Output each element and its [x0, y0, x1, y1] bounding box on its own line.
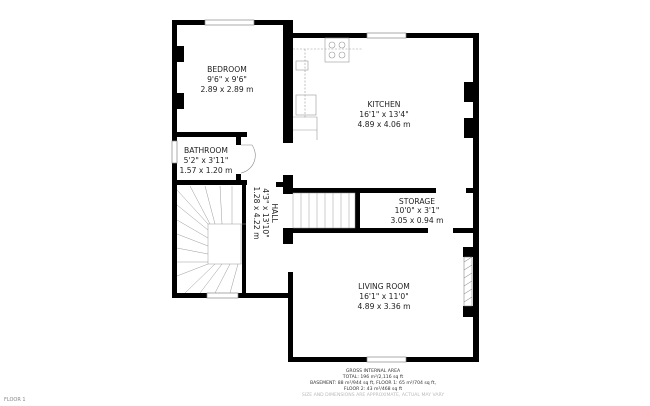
area-floor2: FLOOR 2: 43 m²/468 sq ft: [344, 386, 403, 392]
room-size-metric: 2.89 x 2.89 m: [201, 85, 254, 94]
fireplace: [463, 256, 473, 307]
room-size-imperial: 4'3" x 13'10": [261, 188, 270, 237]
room-size-imperial: 16'1" x 11'0": [359, 292, 408, 301]
windows: [171, 19, 407, 363]
room-size-imperial: 10'0" x 3'1": [395, 206, 440, 215]
room-size-imperial: 9'6" x 9'6": [207, 75, 247, 84]
room-name: HALL: [270, 203, 279, 223]
room-size-imperial: 5'2" x 3'11": [184, 156, 229, 165]
room-size-metric: 1.28 x 4.22 m: [252, 187, 261, 240]
room-size-imperial: 16'1" x 13'4": [359, 110, 408, 119]
room-size-metric: 1.57 x 1.20 m: [180, 166, 233, 175]
room-name: KITCHEN: [368, 100, 401, 109]
kitchen-fixtures: [293, 37, 362, 140]
area-total: TOTAL: 196 m²/2,116 sq ft: [342, 374, 404, 380]
living-room-label: LIVING ROOM 16'1" x 11'0" 4.89 x 3.36 m: [358, 282, 411, 311]
room-name: BATHROOM: [184, 146, 228, 155]
area-title: GROSS INTERNAL AREA: [346, 368, 401, 374]
kitchen-label: KITCHEN 16'1" x 13'4" 4.89 x 4.06 m: [358, 100, 411, 129]
disclaimer: SIZE AND DIMENSIONS ARE APPROXIMATE, ACT…: [302, 392, 445, 398]
winding-stairs: [176, 185, 246, 294]
floor-label: FLOOR 1: [4, 397, 26, 403]
room-name: LIVING ROOM: [358, 282, 410, 291]
room-name: STORAGE: [399, 197, 435, 206]
straight-stairs: [292, 192, 356, 229]
area-summary: GROSS INTERNAL AREA TOTAL: 196 m²/2,116 …: [302, 368, 445, 398]
bedroom-label: BEDROOM 9'6" x 9'6" 2.89 x 2.89 m: [201, 65, 254, 94]
bathroom-label: BATHROOM 5'2" x 3'11" 1.57 x 1.20 m: [180, 146, 233, 175]
room-size-metric: 4.89 x 4.06 m: [358, 120, 411, 129]
storage-label: STORAGE 10'0" x 3'1" 3.05 x 0.94 m: [391, 197, 444, 225]
room-size-metric: 4.89 x 3.36 m: [358, 302, 411, 311]
area-breakdown: BASEMENT: 88 m²/944 sq ft, FLOOR 1: 65 m…: [310, 380, 437, 386]
room-size-metric: 3.05 x 0.94 m: [391, 216, 444, 225]
bathroom-door: [240, 144, 256, 174]
hall-label: HALL 4'3" x 13'10" 1.28 x 4.22 m: [252, 187, 279, 240]
room-name: BEDROOM: [207, 65, 247, 74]
